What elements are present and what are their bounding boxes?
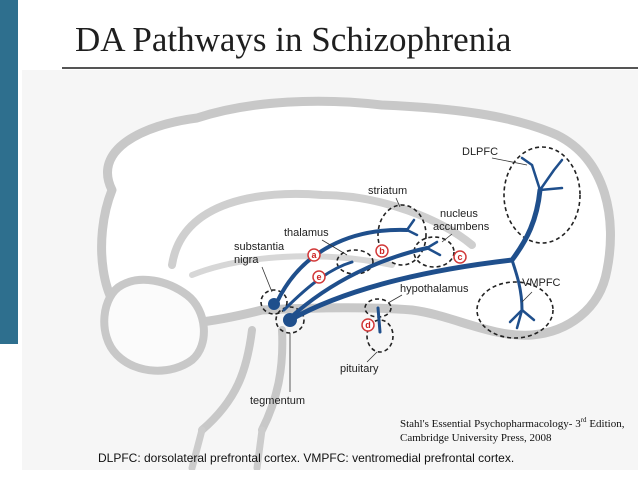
dlpfc-branches bbox=[520, 156, 564, 192]
tuberoinfundibular-pathway bbox=[376, 306, 382, 334]
striatum-branches bbox=[405, 218, 442, 257]
label-striatum: striatum bbox=[368, 185, 407, 197]
spinal-cord bbox=[188, 426, 266, 470]
brainstem bbox=[198, 326, 287, 434]
svg-text:c: c bbox=[457, 252, 462, 262]
marker-a: a bbox=[307, 248, 321, 262]
inner-fold-2 bbox=[189, 253, 395, 278]
brain-diagram: a b c d e DLPFC striatum nucleus accumbe… bbox=[97, 96, 625, 470]
vmpfc-region bbox=[476, 281, 554, 339]
nigrostriatal-pathway bbox=[275, 227, 409, 304]
cerebellum-outline bbox=[100, 275, 208, 375]
label-vmpfc: VMPFC bbox=[522, 277, 561, 289]
accumbens-region bbox=[413, 236, 455, 268]
svg-text:e: e bbox=[316, 272, 321, 282]
marker-c: c bbox=[453, 250, 467, 264]
mesocortical-pathway bbox=[287, 187, 543, 323]
svg-text:d: d bbox=[365, 320, 371, 330]
label-nucleus: nucleus bbox=[440, 208, 478, 220]
substantia-nigra-node bbox=[268, 298, 280, 310]
label-dlpfc: DLPFC bbox=[462, 146, 498, 158]
vmpfc-branches bbox=[508, 308, 536, 330]
inner-fold bbox=[168, 189, 476, 269]
label-tegmentum: tegmentum bbox=[250, 395, 305, 407]
footnote: DLPFC: dorsolateral prefrontal cortex. V… bbox=[98, 451, 514, 465]
marker-d: d bbox=[361, 318, 375, 332]
substantia-nigra-region bbox=[260, 289, 288, 315]
svg-text:b: b bbox=[379, 246, 385, 256]
citation-line-1: Stahl's Essential Psychopharmacology- 3r… bbox=[400, 416, 625, 430]
citation-line-2: Cambridge University Press, 2008 bbox=[400, 432, 552, 444]
label-hypothalamus: hypothalamus bbox=[400, 283, 469, 295]
pituitary-region bbox=[366, 319, 394, 353]
mesocortical-vmpfc-branch bbox=[510, 258, 524, 312]
marker-b: b bbox=[375, 244, 389, 258]
slide-title: DA Pathways in Schizophrenia bbox=[75, 20, 512, 59]
title-divider bbox=[62, 67, 638, 69]
label-substantia: substantia bbox=[234, 241, 285, 253]
accent-bar bbox=[0, 0, 18, 344]
striatum-region bbox=[377, 204, 427, 266]
label-nigra: nigra bbox=[234, 254, 259, 266]
pathway-markers: a b c d e bbox=[307, 244, 467, 332]
tegmentum-node bbox=[283, 313, 297, 327]
marker-e: e bbox=[312, 270, 326, 284]
mesolimbic-pathway bbox=[288, 246, 429, 320]
svg-text:a: a bbox=[311, 250, 317, 260]
label-accumbens: accumbens bbox=[433, 221, 490, 233]
leader-lines bbox=[261, 157, 533, 392]
pathways bbox=[275, 156, 564, 334]
dlpfc-region bbox=[503, 146, 581, 244]
label-thalamus: thalamus bbox=[284, 227, 329, 239]
label-pituitary: pituitary bbox=[340, 363, 379, 375]
